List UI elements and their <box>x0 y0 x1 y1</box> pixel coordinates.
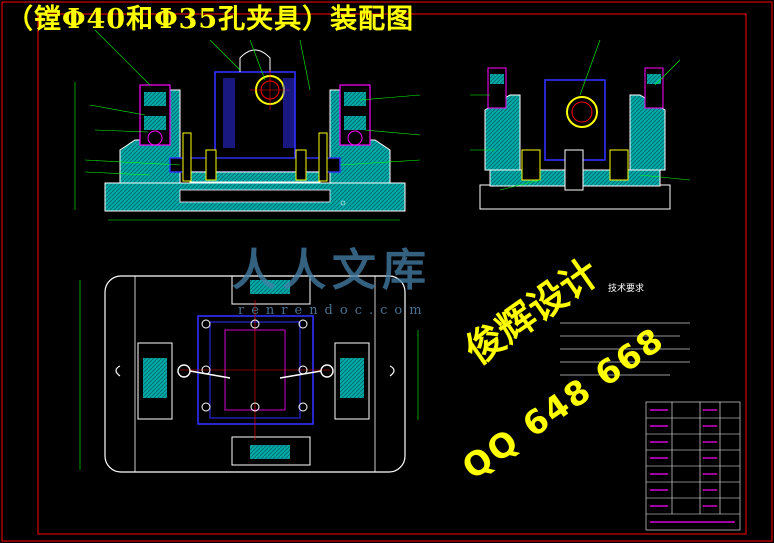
inner-border <box>37 13 747 535</box>
title-block <box>645 401 741 531</box>
tech-requirements-title: 技术要求 <box>608 284 645 294</box>
tech-notes-lines <box>560 322 690 376</box>
title-block-entries <box>650 409 735 523</box>
side-view <box>470 39 691 210</box>
front-view <box>74 29 421 221</box>
site-watermark: 人人文库 <box>232 245 432 296</box>
top-view <box>79 275 419 473</box>
page-title: （镗Φ40和Φ35孔夹具）装配图 <box>6 4 415 35</box>
site-watermark-url: renrendoc.com <box>238 303 429 318</box>
